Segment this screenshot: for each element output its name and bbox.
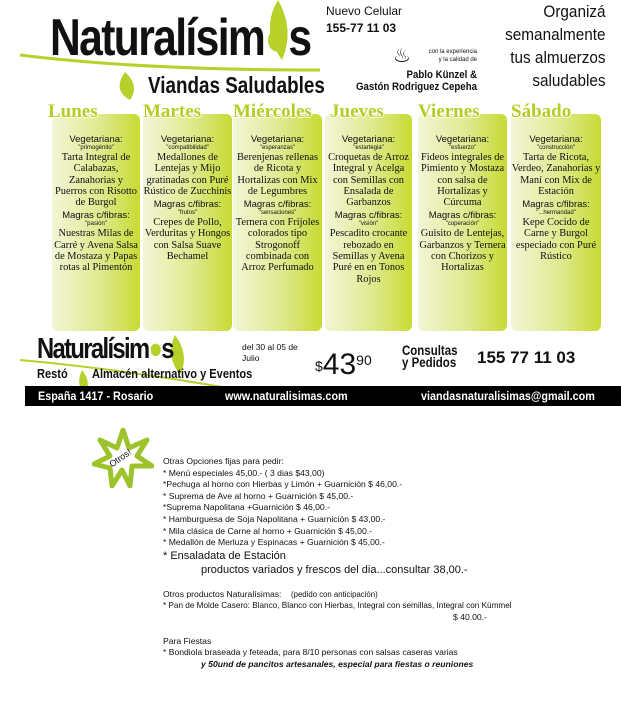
day-card-1: Vegetariana: "compatibilidad" Medallones… xyxy=(143,114,232,331)
phone: 155 77 11 03 xyxy=(477,348,576,367)
day-card-3: Vegetariana: "estartegia" Croquetas de A… xyxy=(325,114,412,331)
consultas-label: Consultas y Pedidos xyxy=(402,343,458,370)
chef-names: Pablo Künzel & xyxy=(406,69,477,81)
day-card-2: Vegetariana: "esperanzas" Berenjenas rel… xyxy=(233,114,322,331)
cel-number: 155-77 11 03 xyxy=(326,21,397,35)
option-item: * Mila clásica de Carne al horno + Guarn… xyxy=(163,525,372,536)
lean-dish: Pescadito crocante rebozado en Semillas … xyxy=(329,228,408,285)
website-link[interactable]: www.naturalisimas.com xyxy=(225,389,348,403)
other-options: Otras Opciones fijas para pedir: * Menú … xyxy=(163,456,613,670)
option-item: *Suprema Napolitana +Guarnición $ 46,00.… xyxy=(163,502,330,513)
chef-hat-icon: ♨ xyxy=(393,45,411,67)
day-header: Miércoles xyxy=(233,101,312,122)
logo: Naturalísim●s Viandas Saludables xyxy=(20,0,330,100)
vegetarian-dish: Medallones de Lentejas y Mijo gratinadas… xyxy=(143,152,232,197)
resto-label: Restó xyxy=(37,366,68,381)
lean-dish: Kepe Cocido de Carne y Burgol especiado … xyxy=(515,217,597,263)
cel-label: Nuevo Celular xyxy=(326,4,403,18)
leaf-swoosh-icon xyxy=(20,0,321,100)
info-bar: España 1417 - Rosario www.naturalisimas.… xyxy=(25,386,621,406)
vegetarian-dish: Berenjenas rellenas de Ricota y Hortaliz… xyxy=(236,152,319,197)
chef-names: Gastón Rodriguez Cepeha xyxy=(355,81,477,93)
footer-brand: Naturalísim xyxy=(37,333,150,365)
lean-dish: Guisito de Lentejas, Garbanzos y Ternera… xyxy=(419,228,506,274)
day-card-4: Vegetariana: "esfuerzo" Fideos integrale… xyxy=(418,114,507,331)
price: $4390 xyxy=(315,348,372,381)
lean-dish: Ternera con Frijoles colorados tipo Stro… xyxy=(235,217,320,274)
almacen-label: Almacén alternativo y Eventos xyxy=(92,366,253,381)
brand-name: Naturalísim xyxy=(50,9,266,67)
star-badge-icon xyxy=(92,428,154,488)
day-header: Jueves xyxy=(330,101,384,122)
dates: del 30 al 05 de Julio xyxy=(242,342,298,363)
option-item: * Hamburguesa de Soja Napolitana + Guarn… xyxy=(163,513,386,524)
chef-line: con la experiencia xyxy=(428,49,477,55)
chef-line: y la calidad de xyxy=(438,57,477,63)
subtitle: Viandas Saludables xyxy=(148,72,325,98)
option-item: * Medallón de Merluza y Espinacas + Guar… xyxy=(163,537,385,548)
vegetarian-dish: Tarta Integral de Calabazas, Zanahorias … xyxy=(55,152,137,209)
day-card-5: Vegetariana: "construcción" Tarta de Ric… xyxy=(511,114,601,331)
day-header: Sábado xyxy=(511,101,572,122)
day-header: Lunes xyxy=(48,101,98,122)
email-link[interactable]: viandasnaturalisimas@gmail.com xyxy=(421,389,595,403)
option-item: * Suprema de Ave al horno + Guarnición $… xyxy=(163,490,354,501)
option-item: * Menú especiales 45,00.- ( 3 dias $43,0… xyxy=(163,467,325,478)
vegetarian-dish: Croquetas de Arroz Integral y Acelga con… xyxy=(328,152,409,209)
day-header: Viernes xyxy=(418,101,480,122)
day-header: Martes xyxy=(143,101,202,122)
lean-dish: Crepes de Pollo, Verduritas y Hongos con… xyxy=(144,217,231,263)
slogan: Organizá semanalmente tus almuerzos salu… xyxy=(505,2,606,90)
vegetarian-dish: Tarta de Ricota, Verdeo, Zanahorias y Ma… xyxy=(511,152,601,197)
vegetarian-dish: Fideos integrales de Pimiento y Mostaza … xyxy=(420,152,505,209)
lean-dish: Nuestras Milas de Carré y Avena Salsa de… xyxy=(54,228,138,274)
day-card-0: Vegetariana: "primogénito" Tarta Integra… xyxy=(52,114,140,331)
address: España 1417 - Rosario xyxy=(38,389,154,403)
option-item: *Pechuga al horno con Hierbas y Limón + … xyxy=(163,479,403,490)
